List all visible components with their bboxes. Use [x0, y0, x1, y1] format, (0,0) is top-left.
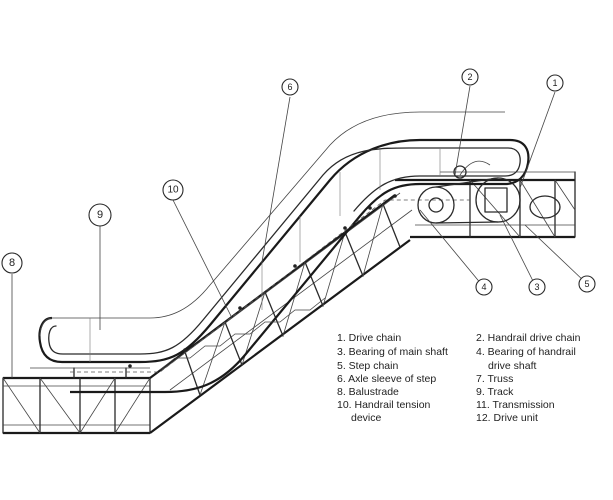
- legend-item-3: 3. Bearing of main shaft: [337, 346, 448, 358]
- callout-8-label: 8: [9, 257, 15, 269]
- callout-3-label: 3: [534, 282, 539, 292]
- legend-item-10: 10. Handrail tension: [337, 399, 431, 411]
- callout-2: 2: [461, 68, 479, 86]
- legend-item-12: 12. Drive unit: [476, 412, 538, 424]
- step-chain: [70, 194, 470, 373]
- balustrade: [38, 111, 530, 394]
- callout-4: 4: [475, 278, 493, 296]
- callout-1-label: 1: [552, 78, 557, 88]
- callout-1: 1: [546, 74, 564, 92]
- lower-truss: [2, 367, 151, 435]
- legend-item-8: 8. Balustrade: [337, 386, 399, 398]
- callout-8: 8: [1, 252, 23, 274]
- legend-item-4: 4. Bearing of handrail: [476, 346, 576, 358]
- callout-5-label: 5: [584, 279, 589, 289]
- legend-item-4-cont: drive shaft: [488, 360, 537, 372]
- legend-item-9: 9. Track: [476, 386, 514, 398]
- callout-10: 10: [162, 179, 184, 201]
- callout-9: 9: [88, 203, 112, 227]
- callout-6: 6: [281, 78, 299, 96]
- callout-2-label: 2: [467, 72, 472, 82]
- legend-item-5: 5. Step chain: [337, 360, 398, 372]
- legend-item-1: 1. Drive chain: [337, 332, 401, 344]
- legend-item-6: 6. Axle sleeve of step: [337, 373, 436, 385]
- drive-machinery: [417, 160, 521, 224]
- callout-9-label: 9: [97, 209, 103, 221]
- legend-item-11: 11. Transmission: [476, 399, 555, 411]
- legend-item-7: 7. Truss: [476, 373, 513, 385]
- legend: 1. Drive chain 3. Bearing of main shaft …: [337, 332, 581, 424]
- callout-4-label: 4: [481, 282, 486, 292]
- legend-item-10-cont: device: [351, 412, 382, 424]
- legend-item-2: 2. Handrail drive chain: [476, 332, 581, 344]
- callout-3: 3: [528, 278, 546, 296]
- callout-6-label: 6: [287, 82, 292, 92]
- callout-5: 5: [578, 275, 596, 293]
- callout-10-label: 10: [167, 185, 179, 196]
- leader-lines: [11, 85, 586, 378]
- callouts: 8 9 10 6 2 1 4 3: [1, 68, 596, 296]
